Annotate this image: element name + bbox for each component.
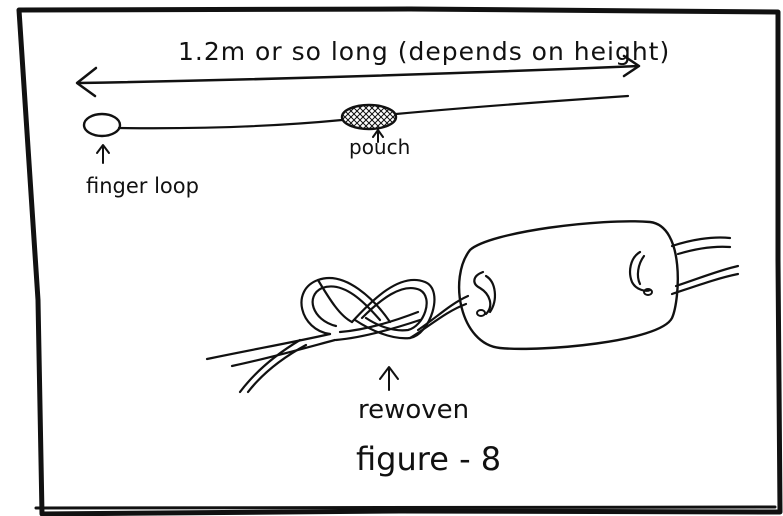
finger-loop (82, 112, 122, 138)
pouch-label: pouch (349, 135, 410, 159)
knot-label-line1: rewoven (358, 395, 469, 425)
length-arrow (75, 54, 641, 98)
finger-loop-label: finger loop (86, 174, 199, 198)
finger-loop-arrow (96, 144, 110, 164)
frame-shadow (34, 505, 777, 510)
sling-cord (117, 94, 630, 130)
knot-label-line2: figure - 8 (356, 440, 501, 478)
frame-border (16, 6, 783, 516)
figure-eight-knot (205, 277, 470, 394)
knot-arrow (379, 366, 399, 391)
pouch-arrow (372, 129, 384, 143)
pouch (340, 103, 398, 131)
length-label: 1.2m or so long (depends on height) (178, 37, 670, 66)
pouch-closeup (457, 220, 740, 351)
